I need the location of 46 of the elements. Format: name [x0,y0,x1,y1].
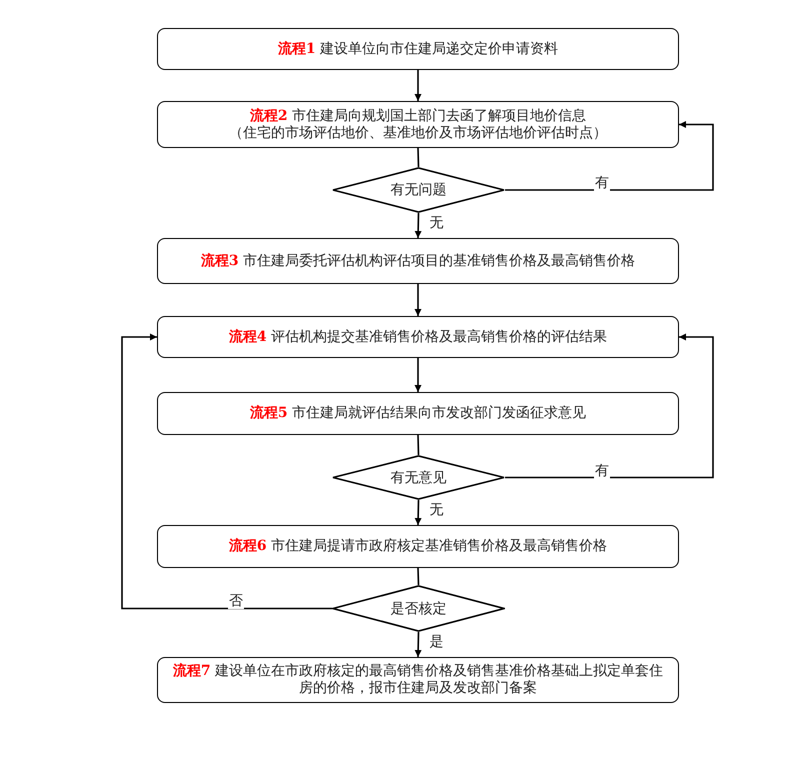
step-number: 流程4 [228,328,267,344]
process-box [157,525,679,568]
step-description: 市住建局向规划国土部门去函了解项目地价信息 [292,108,586,124]
decision-diamond [332,455,505,500]
step-description: 市住建局委托评估机构评估项目的基准销售价格及最高销售价格 [243,252,636,268]
step-description: 市住建局就评估结果向市发改部门发函征求意见 [292,405,586,421]
arrow [414,500,422,526]
process-box [157,238,679,284]
process-box [157,316,679,358]
edge-label: 有 [594,176,610,191]
connector-line [417,148,420,168]
process-box [157,28,679,70]
process-box [157,657,679,703]
arrow [505,121,714,191]
step-number: 流程5 [250,405,288,421]
condition-text: 有无意见 [390,468,446,486]
edge-label: 有 [594,464,610,478]
step-description: 评估机构提交基准销售价格及最高销售价格的评估结果 [271,328,608,344]
step-number: 流程2 [250,108,288,124]
step-description: 市住建局提请市政府核定基准销售价格及最高销售价格 [271,538,608,554]
arrow [414,632,422,658]
arrow [414,70,422,101]
step-number: 流程3 [200,252,239,268]
connector-line [417,434,420,456]
arrow [414,284,422,316]
arrow [414,358,422,392]
arrow [505,334,714,478]
condition-text: 有无问题 [390,181,446,199]
process-box [157,392,679,435]
connector-line [417,568,420,586]
step-note: （住宅的市场评估地价、基准地价及市场评估地价评估时点） [229,124,607,140]
step-description: 建设单位向市住建局递交定价申请资料 [320,40,558,56]
step-number: 流程6 [228,538,267,554]
step-number: 流程1 [278,40,316,56]
arrow [121,334,332,610]
process-box [157,101,679,148]
arrow [414,212,422,238]
edge-label: 无 [428,503,444,518]
condition-text: 是否核定 [390,600,446,618]
decision-diamond [332,585,505,632]
step-number: 流程7 [172,663,211,679]
step-description: 建设单位在市政府核定的最高销售价格及销售基准价格基础上拟定单套住房的价格，报市住建局及发改部门备案 [215,663,664,696]
edge-label: 否 [228,594,244,608]
edge-label: 是 [428,635,444,650]
edge-label: 无 [428,216,444,231]
decision-diamond [332,167,505,213]
